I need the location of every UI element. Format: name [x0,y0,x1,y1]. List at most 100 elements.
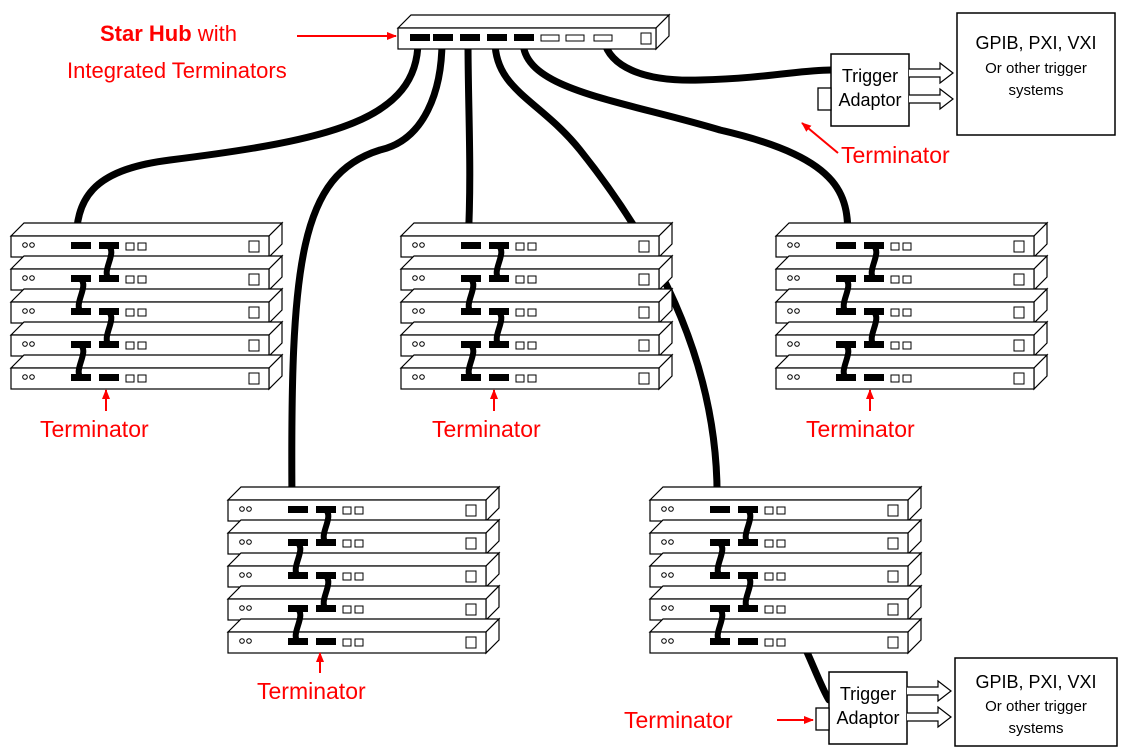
led-icon [668,539,674,545]
chassis-top [774,321,1049,336]
instrument-chassis [648,617,923,655]
led-icon [239,638,245,644]
instrument-chassis [774,287,1049,325]
hub-trigger-port [514,34,534,41]
led-icon [412,275,418,281]
chassis-top [226,486,501,501]
port-icon [776,506,786,515]
led-icon [668,572,674,578]
led-icon [794,374,800,380]
port-icon [342,539,352,548]
bottom-trigger-adaptor: Trigger Adaptor [815,671,908,745]
port-icon [527,308,537,317]
hub-trigger-port [487,34,507,41]
led-icon [29,275,35,281]
instrument-chassis [399,221,674,259]
chassis-top [648,552,923,567]
port-icon [342,572,352,581]
top-system-line1: GPIB, PXI, VXI [975,33,1096,53]
daisy-chain-cable [868,309,880,348]
chassis-top [399,255,674,270]
instrument-chassis [774,353,1049,391]
port-icon [515,374,525,383]
led-icon [412,308,418,314]
daisy-chain-cable [742,507,754,546]
led-icon [787,242,793,248]
chassis-top [9,321,284,336]
chassis-top [648,618,923,633]
port-icon [354,638,364,647]
power-switch-icon [887,636,899,649]
hub-port [565,34,585,42]
port-icon [764,638,774,647]
led-icon [668,605,674,611]
trigger-connector-out [738,638,758,645]
daisy-chain-cable [742,573,754,612]
daisy-chain-cable [493,243,505,282]
trigger-connector-out [99,374,119,381]
power-switch-icon [638,306,650,319]
trigger-connector-in [836,242,856,249]
port-icon [515,308,525,317]
power-switch-icon [887,537,899,550]
daisy-chain-cable [868,243,880,282]
power-switch-icon [248,372,260,385]
power-switch-icon [638,372,650,385]
led-icon [22,275,28,281]
chassis-top [648,585,923,600]
port-icon [776,539,786,548]
instrument-chassis [226,485,501,523]
led-icon [29,374,35,380]
daisy-chain-cable [292,540,304,579]
chassis-top [774,288,1049,303]
led-icon [661,539,667,545]
led-icon [419,341,425,347]
bottom-system-line2: Or other trigger [985,698,1087,715]
daisy-chain-cable [465,342,477,381]
hub-trigger-port [460,34,480,41]
led-icon [412,242,418,248]
bottom-system-line3: systems [1008,720,1063,737]
led-icon [246,638,252,644]
led-icon [246,572,252,578]
instrument-chassis [226,518,501,556]
instrument-chassis [648,518,923,556]
bottom-trigger-system-box: GPIB, PXI, VXI Or other trigger systems [954,657,1118,747]
led-icon [661,572,667,578]
power-switch-icon [465,537,477,550]
hub-cable-stack-5 [491,37,721,509]
port-icon [776,605,786,614]
port-icon [764,572,774,581]
led-icon [246,539,252,545]
led-icon [29,242,35,248]
hub-cable-stack-3 [519,37,852,249]
port-icon [902,341,912,350]
port-icon [902,308,912,317]
instrument-chassis [9,320,284,358]
daisy-chain-layer [75,243,880,645]
power-switch-icon [465,570,477,583]
hub-trigger-port [410,34,430,41]
port-icon [137,374,147,383]
top-trigger-system-box: GPIB, PXI, VXI Or other trigger systems [956,12,1116,136]
daisy-chain-cable [840,276,852,315]
instrument-chassis [774,254,1049,292]
led-icon [419,242,425,248]
chassis-top [9,288,284,303]
port-icon [902,275,912,284]
port-icon [776,638,786,647]
terminator-label-stack-3: Terminator [806,416,915,442]
power-switch-icon [887,504,899,517]
port-icon [527,275,537,284]
led-icon [419,275,425,281]
instrument-chassis [9,254,284,292]
daisy-chain-cable [465,276,477,315]
daisy-chain-cable [320,573,332,612]
led-icon [787,308,793,314]
led-icon [668,506,674,512]
daisy-chain-cable [714,540,726,579]
bottom-adaptor-line2: Adaptor [836,708,899,728]
power-switch-icon [248,240,260,253]
